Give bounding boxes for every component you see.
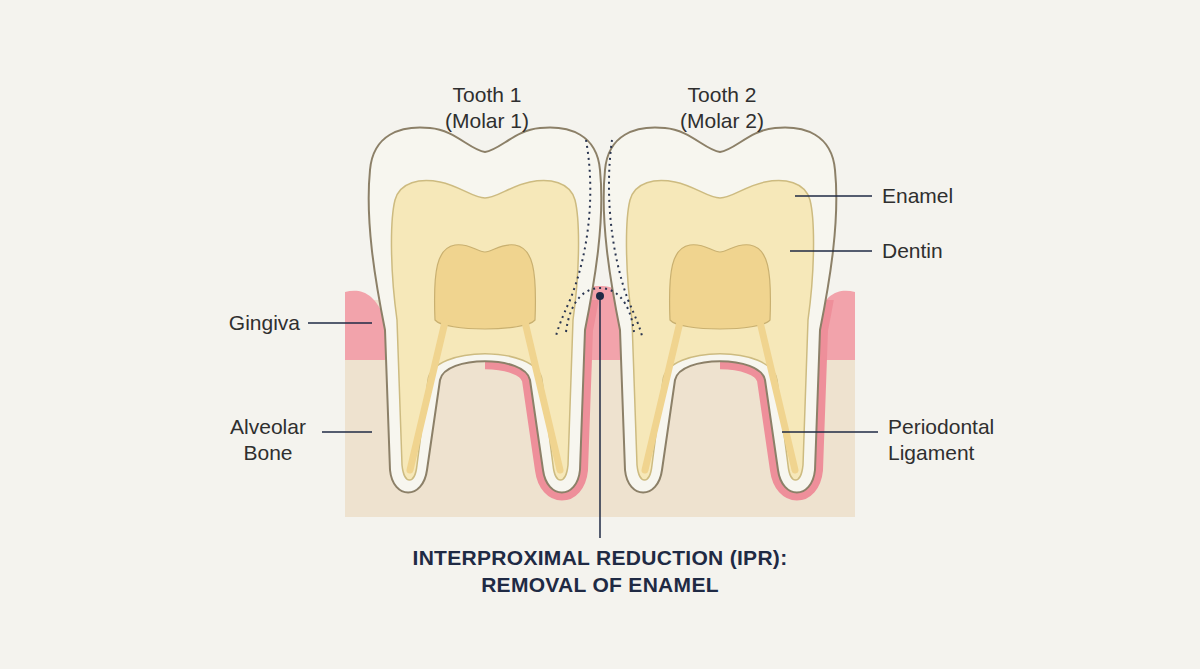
root-canal xyxy=(525,322,560,470)
leader-line xyxy=(308,322,372,324)
part-label: Enamel xyxy=(882,183,1082,209)
periodontal-ligament xyxy=(485,300,601,493)
leader-line xyxy=(599,296,601,538)
part-label: Periodontal Ligament xyxy=(888,414,1023,466)
root-canal xyxy=(760,322,795,470)
tooth-label: Tooth 1 (Molar 1) xyxy=(427,82,547,134)
periodontal-ligament xyxy=(720,300,836,493)
ipr-outline xyxy=(556,140,590,336)
dentin xyxy=(391,181,578,480)
pulp xyxy=(435,245,536,329)
leader-line xyxy=(790,250,872,252)
enamel xyxy=(369,127,602,492)
dentin xyxy=(626,181,813,480)
leader-line xyxy=(322,431,372,433)
part-label: Alveolar Bone xyxy=(218,414,318,466)
enamel xyxy=(604,127,837,492)
part-label: Gingiva xyxy=(100,310,300,336)
caption-label: INTERPROXIMAL REDUCTION (IPR): REMOVAL O… xyxy=(400,544,800,598)
molar-tooth xyxy=(604,127,837,492)
pulp xyxy=(670,245,771,329)
leader-line xyxy=(795,195,872,197)
root-canal xyxy=(645,322,680,470)
part-label: Dentin xyxy=(882,238,1082,264)
ipr-outline xyxy=(609,140,642,336)
leader-line xyxy=(782,431,878,433)
molar-tooth xyxy=(369,127,602,492)
root-canal xyxy=(410,322,445,470)
tooth-label: Tooth 2 (Molar 2) xyxy=(662,82,782,134)
